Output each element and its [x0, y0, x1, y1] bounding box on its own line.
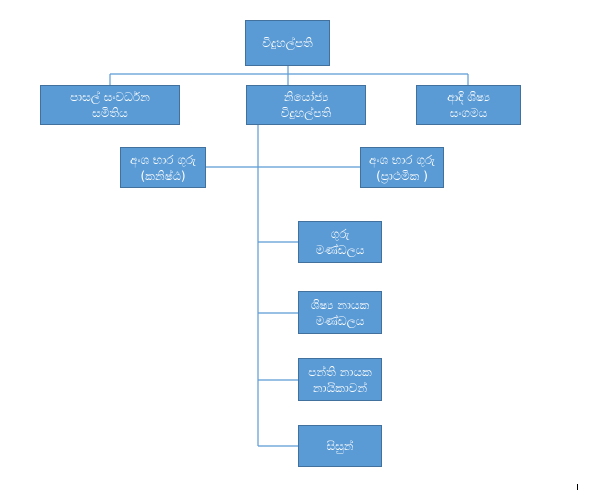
node-label-line: සංගමය	[449, 106, 488, 120]
node-class-monitors: පන්ති නායක නායිකාවන්	[298, 358, 382, 401]
node-label-line: ගුරු	[330, 227, 350, 241]
node-label-line: මණ්ඩලය	[315, 243, 365, 257]
node-label-line: පන්ති නායක	[308, 364, 372, 379]
node-students: සිසුන්	[298, 425, 382, 467]
node-principal: විදුහල්පති	[245, 20, 330, 66]
node-label-line: අංශ භාර ගුරු	[369, 152, 435, 167]
node-label-line: නියෝජ්‍ය	[283, 90, 329, 104]
node-old-students-association: ආදි ශිෂ්‍ය සංගමය	[416, 85, 521, 125]
node-label-line: විදුහල්පති	[262, 36, 313, 50]
node-label-line: අංශ භාර ගුරු	[130, 152, 196, 167]
node-label-line: සිසුන්	[326, 439, 354, 453]
stray-mark	[577, 484, 578, 490]
node-sectional-head-primary: අංශ භාර ගුරු (ප්‍රාථමික )	[360, 147, 444, 188]
node-label-line: ශිෂ්‍ය නායක	[310, 297, 370, 312]
node-deputy-principal: නියෝජ්‍ය විදුහල්පති	[246, 85, 366, 125]
node-label-line: සමිතිය	[92, 106, 128, 120]
node-teaching-staff: ගුරු මණ්ඩලය	[298, 221, 382, 263]
node-label-line: මණ්ඩලය	[315, 313, 365, 328]
node-label-line: ආදි ශිෂ්‍ය	[447, 90, 490, 104]
node-label-line: (කනිෂ්ඨ)	[140, 168, 186, 183]
node-prefects-board: ශිෂ්‍ය නායක මණ්ඩලය	[298, 291, 382, 334]
node-label-line: නායිකාවන්	[312, 380, 368, 395]
node-sectional-head-junior: අංශ භාර ගුරු (කනිෂ්ඨ)	[120, 147, 206, 188]
node-label-line: පාසල් සංවර්ධන	[70, 90, 150, 104]
node-label-line: (ප්‍රාථමික )	[376, 168, 428, 183]
node-label-line: විදුහල්පති	[280, 106, 332, 120]
node-school-development-committee: පාසල් සංවර්ධන සමිතිය	[40, 85, 180, 125]
